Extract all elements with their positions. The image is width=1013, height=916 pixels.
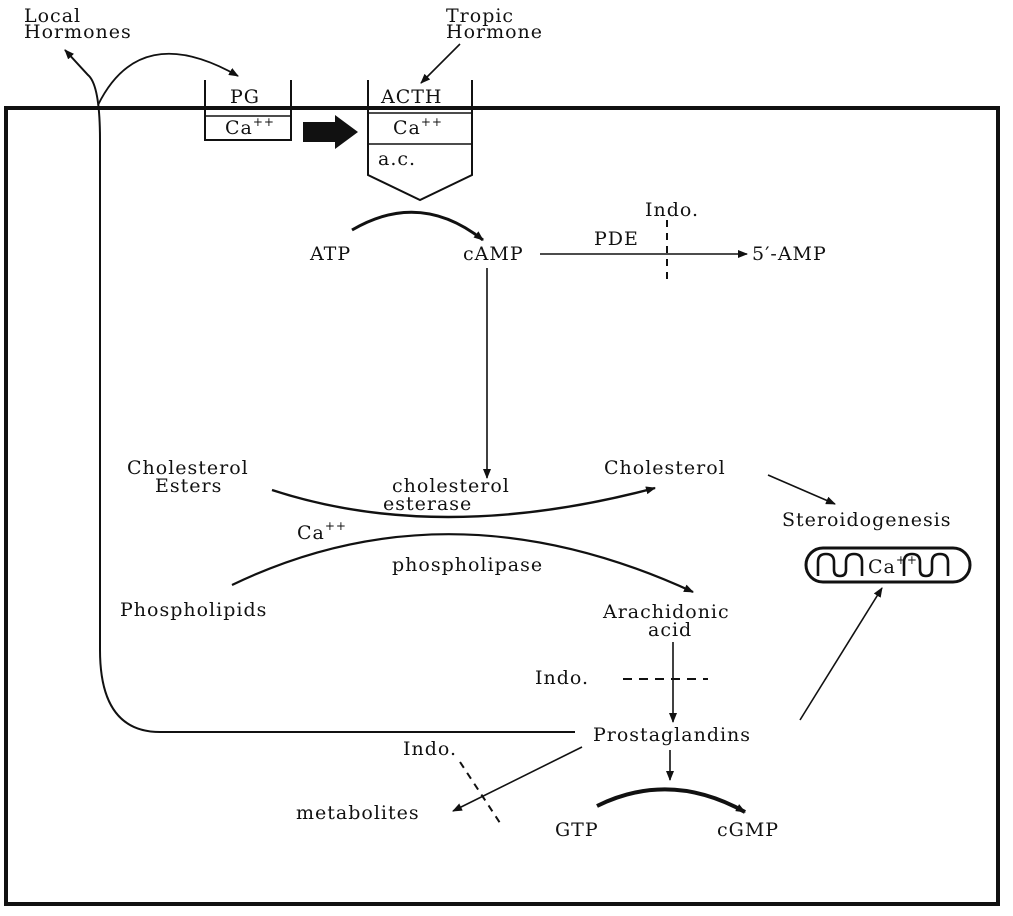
indo-metabolites-label: Indo. <box>403 738 457 760</box>
prostaglandin-feedback-to-local-hormones <box>65 50 575 732</box>
cholesterol-label: Cholesterol <box>604 457 726 479</box>
prostaglandins-to-steroidogenesis-arrow <box>800 588 882 720</box>
indo-metabolites-inhibition-line <box>460 762 502 826</box>
atp-to-camp-arrow <box>352 212 483 240</box>
cholesterol-esterase-label-line2: esterase <box>383 493 472 515</box>
tropic-to-acth-arrow <box>421 44 460 83</box>
acth-ca-label: Ca++ <box>393 115 443 139</box>
local-hormones-to-pg-arrow <box>98 54 238 105</box>
cholesterol-to-steroidogenesis-arrow <box>768 475 835 504</box>
mitochondrion-cristae-left <box>818 554 862 576</box>
five-amp-label: 5′-AMP <box>752 243 827 265</box>
prostaglandins-label: Prostaglandins <box>593 724 751 746</box>
cgmp-label: cGMP <box>717 819 779 841</box>
pg-label: PG <box>230 86 260 108</box>
indo-pde-label: Indo. <box>645 199 699 221</box>
pde-label: PDE <box>594 228 639 250</box>
phospholipase-label: phospholipase <box>392 554 543 576</box>
adenylate-cyclase-label: a.c. <box>378 148 416 170</box>
prostaglandins-to-metabolites-arrow <box>453 747 582 811</box>
metabolites-label: metabolites <box>296 802 420 824</box>
camp-label: cAMP <box>463 243 524 265</box>
activation-block-arrow <box>303 115 358 149</box>
acth-label: ACTH <box>380 86 443 108</box>
local-hormones-label-line2: Hormones <box>24 21 132 43</box>
tropic-hormone-label-line2: Hormone <box>446 21 543 43</box>
steroidogenesis-label: Steroidogenesis <box>782 509 952 531</box>
gtp-to-cgmp-arrow <box>597 789 745 812</box>
cell-membrane-border <box>6 108 998 904</box>
indo-arachidonic-label: Indo. <box>535 667 589 689</box>
phospholipase-ca-label: Ca++ <box>297 519 347 544</box>
pg-ca-label: Ca++ <box>225 115 275 139</box>
atp-label: ATP <box>309 243 351 265</box>
mitochondrion-ca-label: Ca++ <box>868 553 918 578</box>
arachidonic-acid-label-line2: acid <box>648 619 692 641</box>
phospholipids-label: Phospholipids <box>120 599 267 621</box>
cholesterol-esters-label-line2: Esters <box>155 475 222 497</box>
gtp-label: GTP <box>555 819 599 841</box>
